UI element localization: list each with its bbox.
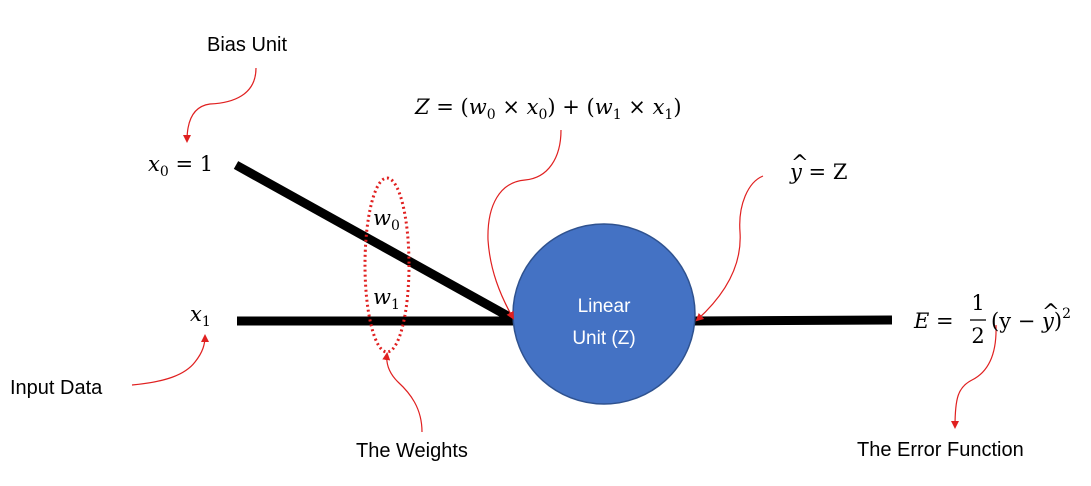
error-formula-math: E = 1 2 (y − y)2 ^ xyxy=(913,291,1071,348)
error-hat-glyph: ^ xyxy=(1042,300,1060,324)
svg-text:(y − y)2: (y − y)2 xyxy=(991,306,1071,333)
bias-unit-label: Bias Unit xyxy=(207,34,287,56)
weight-w1-math: w1 xyxy=(373,285,400,313)
svg-text:E =: E = xyxy=(913,309,954,333)
data-input-math: x1 xyxy=(190,302,211,330)
input-data-arrow xyxy=(131,334,209,386)
yhat-math: y = Z xyxy=(789,160,847,184)
bias-input-math: x0 = 1 xyxy=(148,152,213,180)
z-formula-arrow xyxy=(487,129,562,320)
error-fraction-numerator: 1 xyxy=(971,291,984,315)
input-data-label: Input Data xyxy=(10,377,103,399)
yhat-hat-glyph: ^ xyxy=(791,151,809,175)
node-label-line1: Linear xyxy=(578,296,631,317)
yhat-arrow xyxy=(695,175,764,322)
output-edge xyxy=(692,315,893,326)
node-label-line2: Unit (Z) xyxy=(572,328,635,349)
weights-highlight-ellipse xyxy=(363,176,411,354)
error-function-label: The Error Function xyxy=(857,439,1024,461)
weight-w0-math: w0 xyxy=(373,206,400,234)
the-weights-label: The Weights xyxy=(356,440,468,462)
bias-input-edge xyxy=(233,161,518,324)
bias-unit-arrow xyxy=(183,67,257,143)
z-formula-math: Z = (w0 × x0) + (w1 × x1) xyxy=(414,95,682,123)
weights-arrow xyxy=(382,352,423,433)
error-function-arrow xyxy=(951,324,997,429)
error-fraction-denominator: 2 xyxy=(971,324,984,348)
